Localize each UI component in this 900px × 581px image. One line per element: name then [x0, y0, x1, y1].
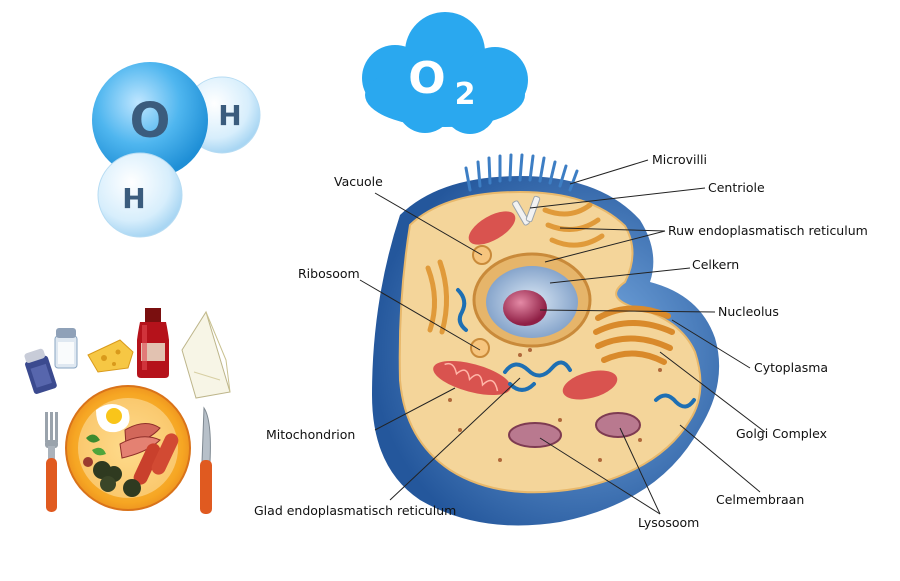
fork — [45, 412, 58, 512]
water-molecule: O H H — [92, 62, 261, 238]
salt-shaker — [54, 328, 78, 369]
label-nucleolus: Nucleolus — [718, 304, 779, 319]
label-glad-er: Glad endoplasmatisch reticulum — [254, 503, 456, 518]
hydrogen-atom-bottom — [97, 152, 183, 238]
label-ruw-er: Ruw endoplasmatisch reticulum — [668, 223, 868, 238]
rough-er — [425, 202, 605, 335]
label-cytoplasma: Cytoplasma — [754, 360, 828, 375]
vacuole — [470, 245, 492, 358]
plate — [65, 385, 191, 511]
o2-subscript: 2 — [455, 77, 476, 112]
animal-cell — [372, 153, 720, 526]
cell-labels: Microvilli Centriole Ruw endoplasmatisch… — [254, 152, 868, 530]
label-celmembraan: Celmembraan — [716, 492, 804, 507]
o2-cloud: O 2 — [362, 12, 528, 134]
oxygen-atom — [92, 62, 208, 178]
leader-lines — [359, 159, 766, 515]
lysosome — [508, 412, 641, 448]
label-vacuole: Vacuole — [334, 174, 383, 189]
knife — [200, 406, 212, 514]
sauce-bottle — [137, 308, 169, 378]
centriole — [512, 195, 541, 226]
label-centriole: Centriole — [708, 180, 765, 195]
microvilli — [464, 153, 579, 192]
golgi-complex — [593, 305, 675, 365]
label-lysosoom: Lysosoom — [638, 515, 699, 530]
ribosomes — [448, 348, 662, 462]
pepper-shaker — [24, 348, 57, 394]
oxygen-symbol: O — [130, 93, 171, 149]
label-ribosoom: Ribosoom — [298, 266, 360, 281]
nucleolus — [503, 290, 547, 326]
cheese — [87, 339, 134, 373]
label-mitochondrion: Mitochondrion — [266, 427, 355, 442]
label-celkern: Celkern — [692, 257, 739, 272]
o2-symbol: O — [408, 53, 445, 104]
label-golgi: Golgi Complex — [736, 426, 827, 441]
hydrogen-symbol-bottom: H — [122, 182, 145, 215]
hydrogen-symbol-top: H — [218, 99, 241, 132]
napkin — [181, 310, 231, 399]
label-microvilli: Microvilli — [652, 152, 707, 167]
food-illustration — [24, 308, 231, 514]
mitochondrion — [433, 211, 618, 400]
